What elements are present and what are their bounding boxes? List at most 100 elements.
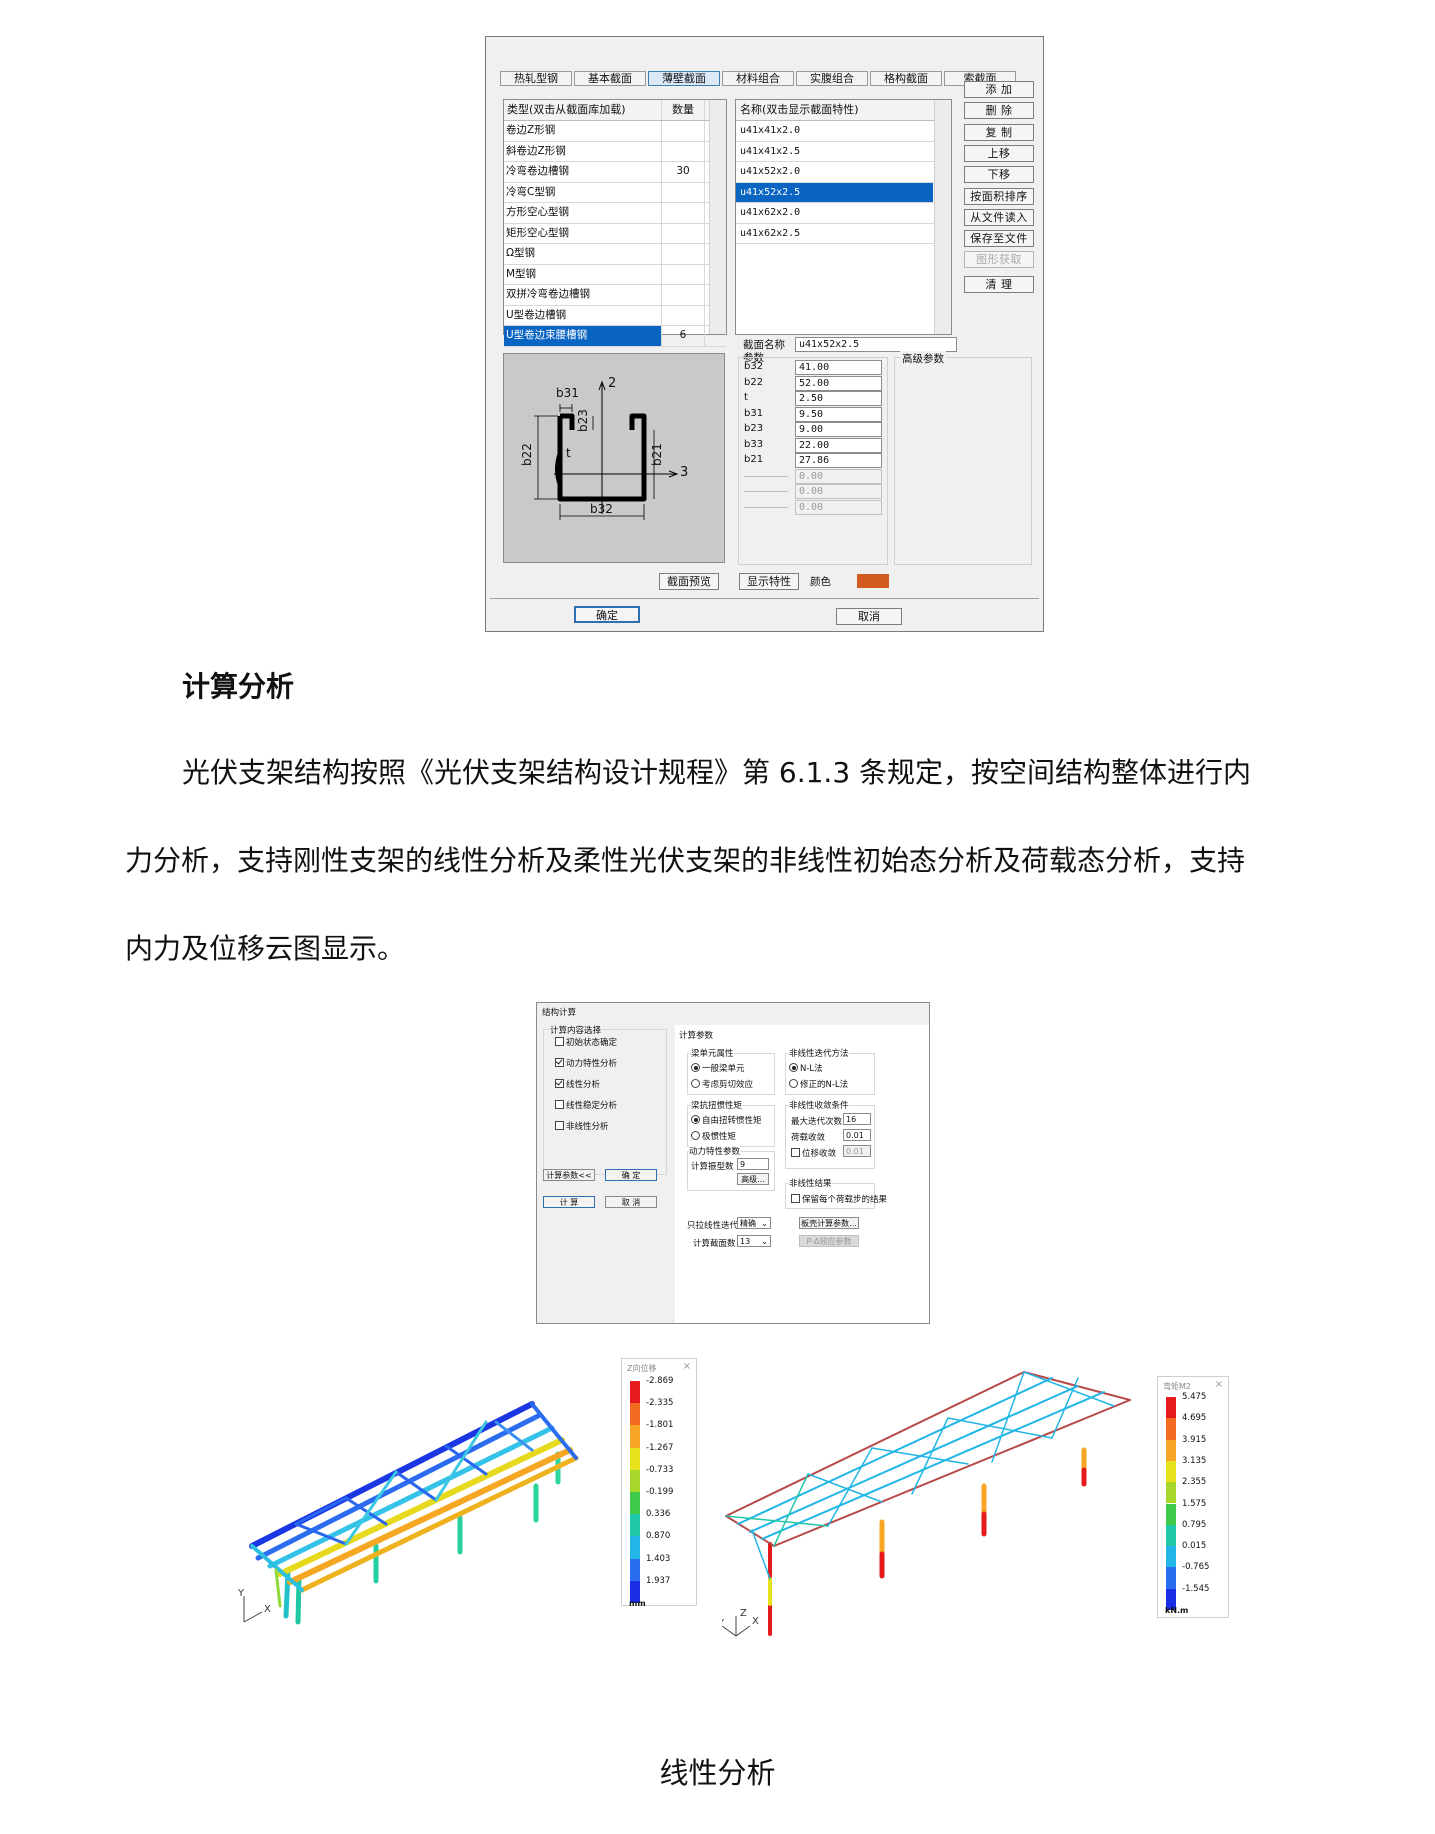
- calc-cancel-button[interactable]: 取 消: [605, 1196, 657, 1208]
- section-preview-button[interactable]: 截面预览: [659, 573, 719, 590]
- type-count[interactable]: [662, 203, 705, 223]
- param-input[interactable]: 22.00: [795, 437, 882, 453]
- calc-content-checkbox[interactable]: [555, 1079, 564, 1088]
- type-row[interactable]: M型钢: [504, 264, 726, 285]
- section-name-row[interactable]: u41x62x2.5: [736, 224, 951, 244]
- param-input[interactable]: 9.00: [795, 422, 882, 437]
- calc-params-toggle-button[interactable]: 计算参数<<: [543, 1169, 595, 1181]
- side-button-6[interactable]: 按面积排序: [964, 187, 1034, 205]
- type-count[interactable]: [662, 264, 705, 284]
- torsion-opt-polar-radio[interactable]: [691, 1131, 700, 1140]
- disp-conv-checkbox[interactable]: [791, 1148, 800, 1157]
- shell-params-button[interactable]: 板壳计算参数...: [799, 1217, 859, 1229]
- torsion-opt-free-radio[interactable]: [691, 1115, 700, 1124]
- type-count[interactable]: 30: [662, 162, 705, 182]
- param-input[interactable]: 9.50: [795, 406, 882, 422]
- side-button-9[interactable]: 图形获取: [964, 251, 1034, 269]
- keep-result-checkbox[interactable]: [791, 1194, 800, 1203]
- side-button-8[interactable]: 保存至文件: [964, 230, 1034, 248]
- pdelta-params-button[interactable]: P-Δ效应参数: [799, 1235, 859, 1247]
- param-input[interactable]: 27.86: [795, 453, 882, 468]
- section-name-row[interactable]: u41x41x2.0: [736, 121, 951, 142]
- section-name-row[interactable]: u41x52x2.5: [736, 182, 951, 203]
- type-count[interactable]: 6: [662, 326, 705, 346]
- max-iter-input[interactable]: 16: [843, 1113, 871, 1125]
- load-conv-input[interactable]: 0.01: [843, 1129, 871, 1141]
- calc-content-checkbox[interactable]: [555, 1100, 564, 1109]
- beam-opt-shear[interactable]: 考虑剪切效应: [691, 1078, 753, 1090]
- modes-input[interactable]: 9: [737, 1158, 769, 1170]
- param-input[interactable]: 2.50: [795, 391, 882, 406]
- calc-content-check[interactable]: 线性分析: [555, 1078, 600, 1090]
- side-button-5[interactable]: 下移: [964, 166, 1034, 184]
- section-name-row[interactable]: u41x52x2.0: [736, 162, 951, 183]
- side-button-4[interactable]: 上移: [964, 144, 1034, 162]
- tab-3[interactable]: 薄壁截面: [648, 71, 720, 86]
- nl-opt-nl-radio[interactable]: [789, 1063, 798, 1072]
- beam-opt-general[interactable]: 一般梁单元: [691, 1062, 745, 1074]
- type-count[interactable]: [662, 141, 705, 161]
- type-row[interactable]: 矩形空心型钢: [504, 223, 726, 244]
- type-count[interactable]: [662, 285, 705, 305]
- type-row[interactable]: U型卷边槽钢: [504, 305, 726, 326]
- calc-content-checkbox[interactable]: [555, 1037, 564, 1046]
- calc-ok-button[interactable]: 确 定: [605, 1169, 657, 1181]
- calc-content-check[interactable]: 线性稳定分析: [555, 1099, 617, 1111]
- calc-content-checkbox[interactable]: [555, 1121, 564, 1130]
- section-name-input[interactable]: u41x52x2.5: [795, 337, 957, 352]
- side-button-2[interactable]: 删 除: [964, 102, 1034, 120]
- calc-run-button[interactable]: 计 算: [543, 1196, 595, 1208]
- tab-4[interactable]: 材料组合: [722, 71, 794, 86]
- param-input[interactable]: 41.00: [795, 360, 882, 375]
- type-row[interactable]: 方形空心型钢: [504, 203, 726, 224]
- ok-button[interactable]: 确定: [574, 606, 640, 623]
- tab-1[interactable]: 热轧型钢: [500, 71, 572, 86]
- type-row[interactable]: Ω型钢: [504, 244, 726, 265]
- color-swatch[interactable]: [857, 574, 889, 588]
- type-count[interactable]: [662, 244, 705, 264]
- keep-result-check[interactable]: 保留每个荷载步的结果: [791, 1193, 887, 1205]
- calc-content-check[interactable]: 非线性分析: [555, 1120, 609, 1132]
- calc-content-check[interactable]: 初始状态确定: [555, 1036, 617, 1048]
- torsion-opt-free[interactable]: 自由扭转惯性矩: [691, 1114, 762, 1126]
- calc-content-checkbox[interactable]: [555, 1058, 564, 1067]
- beam-opt-shear-radio[interactable]: [691, 1079, 700, 1088]
- section-name-row[interactable]: u41x41x2.5: [736, 142, 951, 162]
- advanced-button[interactable]: 高级...: [737, 1173, 769, 1185]
- close-icon[interactable]: ×: [682, 1361, 691, 1372]
- close-icon[interactable]: ×: [1214, 1379, 1223, 1390]
- calc-content-check[interactable]: 动力特性分析: [555, 1057, 617, 1069]
- section-name-row[interactable]: u41x62x2.0: [736, 203, 951, 224]
- type-grid-scrollbar[interactable]: [709, 100, 726, 334]
- type-row[interactable]: 双拼冷弯卷边槽钢: [504, 285, 726, 306]
- tab-5[interactable]: 实腹组合: [796, 71, 868, 86]
- type-count[interactable]: [662, 223, 705, 243]
- type-count[interactable]: [662, 182, 705, 202]
- name-list-scrollbar[interactable]: [934, 100, 951, 334]
- side-button-7[interactable]: 从文件读入: [964, 208, 1034, 226]
- side-button-10[interactable]: 清 理: [964, 275, 1034, 293]
- torsion-opt-polar[interactable]: 极惯性矩: [691, 1130, 736, 1142]
- disp-conv-check[interactable]: 位移收敛: [791, 1147, 836, 1159]
- type-row[interactable]: 卷边Z形钢: [504, 121, 726, 142]
- type-row[interactable]: 斜卷边Z形钢: [504, 141, 726, 162]
- param-input[interactable]: 0.00: [795, 484, 882, 499]
- type-row[interactable]: 冷弯C型钢: [504, 182, 726, 203]
- param-input[interactable]: 0.00: [795, 499, 882, 515]
- tension-iter-select[interactable]: 精确⌄: [737, 1217, 771, 1229]
- param-input[interactable]: 52.00: [795, 375, 882, 391]
- show-properties-button[interactable]: 显示特性: [739, 573, 799, 590]
- nl-opt-nl[interactable]: N-L法: [789, 1062, 823, 1074]
- nl-opt-modified-radio[interactable]: [789, 1079, 798, 1088]
- cancel-button[interactable]: 取消: [836, 608, 902, 625]
- sections-select[interactable]: 13⌄: [737, 1235, 771, 1247]
- side-button-3[interactable]: 复 制: [964, 123, 1034, 141]
- type-count[interactable]: [662, 305, 705, 325]
- disp-conv-input[interactable]: 0.01: [843, 1145, 871, 1157]
- beam-opt-general-radio[interactable]: [691, 1063, 700, 1072]
- tab-2[interactable]: 基本截面: [574, 71, 646, 86]
